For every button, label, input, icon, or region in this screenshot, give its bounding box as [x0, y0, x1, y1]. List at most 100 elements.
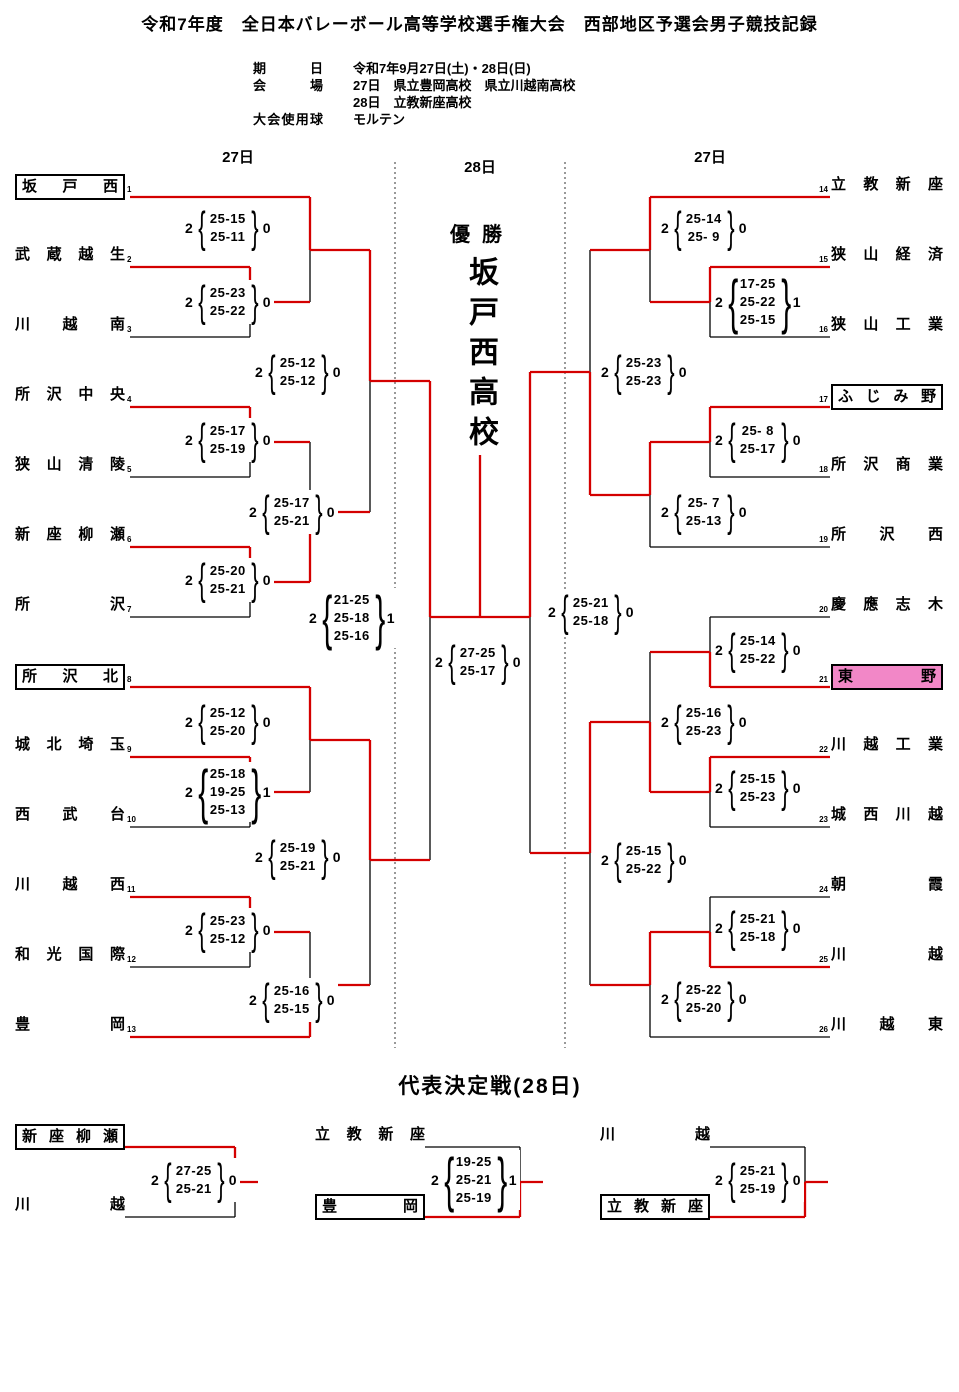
sets-won-right: 0 [332, 364, 341, 380]
seed-number: 18 [819, 465, 828, 474]
champion-name: 坂戸西高校 [464, 256, 497, 456]
venue-value-line1: 27日 県立豊岡高校 県立川越南高校 [353, 78, 576, 93]
sets-won-right: 0 [738, 220, 747, 236]
sets-won-left: 2 [185, 922, 193, 938]
match-score: 2{17-25 25-22 25-15}1 [712, 272, 804, 332]
team-label: 西武台 [15, 806, 125, 823]
ball-value: モルテン [353, 112, 406, 127]
open-brace: { [268, 832, 276, 881]
sets-won-right: 0 [678, 852, 687, 868]
sets-won-right: 0 [326, 504, 335, 520]
team-label: 新座柳瀬 [15, 1124, 125, 1150]
seed-number: 20 [819, 605, 828, 614]
sets-won-right: 0 [792, 780, 801, 796]
set-scores: 25-16 25-23 [685, 705, 722, 738]
open-brace: { [561, 587, 569, 636]
seed-number: 21 [819, 675, 828, 684]
set-scores: 25-14 25-22 [739, 633, 776, 666]
sets-won-left: 2 [661, 714, 669, 730]
sets-won-right: 0 [738, 714, 747, 730]
sets-won-right: 0 [792, 920, 801, 936]
match-score: 2{25-17 25-21}0 [246, 490, 338, 534]
seed-number: 22 [819, 745, 828, 754]
set-scores: 25-19 25-21 [279, 840, 316, 873]
sets-won-left: 2 [715, 642, 723, 658]
open-brace: { [674, 974, 682, 1023]
sets-won-right: 0 [625, 604, 634, 620]
match-score: 2{25-12 25-12}0 [252, 350, 344, 394]
match-score: 2{25- 8 25-17}0 [712, 418, 804, 462]
date-value: 令和7年9月27日(土)・28日(日) [353, 61, 531, 76]
team-label: 武蔵越生 [15, 246, 125, 263]
team-label: 狭山工業 [831, 316, 943, 333]
column-header-left-day: 27日 [222, 149, 254, 166]
seed-number: 15 [819, 255, 828, 264]
sets-won-left: 2 [715, 432, 723, 448]
team-label: 川越 [831, 946, 943, 963]
team-label: 川越東 [831, 1016, 943, 1033]
seed-number: 19 [819, 535, 828, 544]
team-label: 城北埼玉 [15, 736, 125, 753]
match-score: 2{25-19 25-21}0 [252, 835, 344, 879]
open-brace: { [268, 347, 276, 396]
set-scores: 25-23 25-12 [209, 913, 246, 946]
open-brace: { [614, 347, 622, 396]
seed-number: 10 [127, 815, 136, 824]
set-scores: 25-15 25-23 [739, 771, 776, 804]
match-score: 2{25-18 19-25 25-13}1 [182, 762, 274, 822]
set-scores: 21-25 25-18 25-16 [333, 592, 370, 643]
final-match-score: 2{27-25 25-17}0 [432, 640, 524, 684]
team-label: 川越南 [15, 316, 125, 333]
close-brace: } [497, 1146, 508, 1213]
close-brace: } [251, 203, 259, 252]
team-label: 朝霞 [831, 876, 943, 893]
open-brace: { [728, 625, 736, 674]
sets-won-left: 2 [661, 504, 669, 520]
sets-won-right: 0 [262, 432, 271, 448]
open-brace: { [674, 697, 682, 746]
team-label: 城西川越 [831, 806, 943, 823]
set-scores: 25-12 25-20 [209, 705, 246, 738]
seed-number: 26 [819, 1025, 828, 1034]
team-label: 所沢商業 [831, 456, 943, 473]
match-score: 2{25-20 25-21}0 [182, 558, 274, 602]
sets-won-right: 0 [792, 1172, 801, 1188]
seed-number: 11 [127, 885, 136, 894]
open-brace: { [444, 1146, 455, 1213]
sets-won-left: 2 [431, 1172, 439, 1188]
match-score: 2{19-25 25-21 25-19}1 [428, 1150, 520, 1210]
match-score: 2{25-17 25-19}0 [182, 418, 274, 462]
sets-won-left: 2 [151, 1172, 159, 1188]
close-brace: } [781, 415, 789, 464]
set-scores: 27-25 25-21 [175, 1163, 212, 1196]
sets-won-left: 2 [601, 852, 609, 868]
set-scores: 25-17 25-19 [209, 423, 246, 456]
set-scores: 25-12 25-12 [279, 355, 316, 388]
team-label: 川越工業 [831, 736, 943, 753]
set-scores: 19-25 25-21 25-19 [455, 1154, 492, 1205]
sets-won-right: 0 [792, 642, 801, 658]
match-score: 2{25-14 25-22}0 [712, 628, 804, 672]
sets-won-left: 2 [601, 364, 609, 380]
seed-number: 13 [127, 1025, 136, 1034]
set-scores: 25-21 25-18 [572, 595, 609, 628]
sets-won-left: 2 [185, 714, 193, 730]
sets-won-right: 0 [738, 504, 747, 520]
sets-won-right: 0 [332, 849, 341, 865]
info-row-venue2: 28日 立教新座高校 [253, 94, 575, 111]
sets-won-left: 2 [249, 992, 257, 1008]
open-brace: { [728, 268, 739, 335]
open-brace: { [728, 903, 736, 952]
match-score: 2{25-14 25- 9}0 [658, 206, 750, 250]
set-scores: 25-15 25-22 [625, 843, 662, 876]
seed-number: 5 [127, 465, 132, 474]
close-brace: } [315, 487, 323, 536]
match-score: 2{21-25 25-18 25-16}1 [306, 588, 398, 648]
set-scores: 25-22 25-20 [685, 982, 722, 1015]
venue-value-line2: 28日 立教新座高校 [353, 95, 472, 110]
champion-label: 優勝 [450, 224, 514, 246]
sets-won-left: 2 [185, 432, 193, 448]
match-score: 2{25-23 25-12}0 [182, 908, 274, 952]
match-score: 2{25-15 25-22}0 [598, 838, 690, 882]
